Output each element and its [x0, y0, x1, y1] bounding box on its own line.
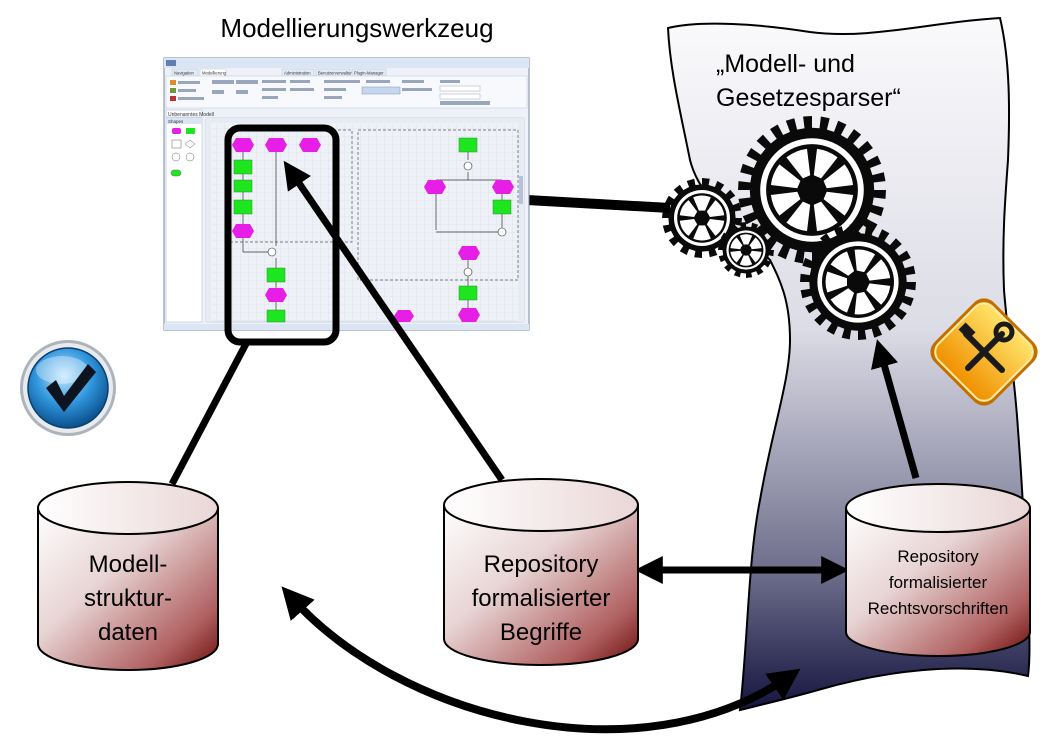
tool-tab-label: Administration: [284, 71, 311, 76]
gear-window: [830, 288, 855, 313]
gear-window: [739, 234, 753, 245]
checkmark-icon: [20, 340, 116, 436]
begriffe-to-tool-arrow: [283, 160, 505, 482]
gears-icon: [662, 116, 916, 340]
database-begriffe: Repository formalisierter Begriffe: [443, 478, 639, 666]
document-tab[interactable]: Unbenanntes Modell: [168, 112, 214, 118]
process-model: [227, 129, 519, 323]
gear-window: [749, 250, 762, 263]
gear-window: [825, 271, 847, 293]
database-label-line: Repository: [484, 551, 599, 578]
gear-window: [739, 255, 753, 266]
gear-window: [786, 201, 811, 232]
database-label-line: daten: [98, 619, 158, 646]
database-label-line: Modell-: [89, 551, 168, 578]
database-label-line: Begriffe: [500, 619, 582, 646]
gear-window: [854, 291, 876, 315]
modelling-tool-window: Navigation Modellierung Administration Benu…: [163, 57, 530, 331]
gear-window: [749, 237, 762, 250]
gear-window: [693, 225, 711, 241]
tool-tab-bar: Navigation Modellierung Administration Benu…: [171, 68, 387, 77]
database-label-line: Rechtsvorschriften: [868, 599, 1009, 618]
tool-to-parser-connector: [526, 195, 671, 213]
gear-window: [679, 219, 698, 236]
tool-tab-label: Navigation: [174, 71, 194, 76]
gear-window: [854, 249, 876, 273]
gear-hub: [800, 178, 824, 202]
gear-hub: [694, 210, 710, 226]
gear-window: [706, 219, 725, 236]
parser-label-line2: Gesetzesparser“: [716, 84, 901, 112]
gear-hub: [848, 272, 868, 292]
modell-to-cloud-curved-arrow: [281, 586, 801, 734]
gear-window: [770, 164, 801, 189]
database-modell: Modell- struktur- daten: [37, 481, 219, 671]
gear-window: [813, 201, 838, 232]
gear-window: [830, 251, 855, 276]
gear-window: [770, 191, 801, 216]
tool-tab-label: Plugin-Manager: [354, 71, 384, 76]
database-label-line: formalisierter: [472, 585, 611, 612]
database-label-line: struktur-: [84, 585, 172, 612]
gear-window: [679, 200, 698, 217]
gear-window: [866, 259, 891, 281]
gear-window: [786, 148, 811, 179]
shapes-palette: [170, 128, 196, 177]
parser-label-line1: „Modell- und: [716, 50, 855, 78]
gear-window: [823, 164, 854, 189]
gear-window: [730, 250, 743, 263]
database-label-line: formalisierter: [889, 573, 988, 592]
tool-tab-label: Benutzerverwaltung: [318, 71, 356, 76]
gear-window: [813, 148, 838, 179]
gear-window: [706, 200, 725, 217]
gear-window: [823, 191, 854, 216]
rechtsvorschriften-to-parser-arrow: [871, 339, 920, 479]
gear-window: [730, 237, 743, 250]
database-rechtsvorschriften: Repository formalisierter Rechtsvorschri…: [845, 483, 1031, 657]
gear-window: [693, 195, 711, 211]
shapes-panel-title: Shapes: [168, 119, 184, 124]
modell-db-connector: [168, 338, 252, 486]
tool-tab-label: Modellierung: [202, 71, 227, 76]
database-label-line: Repository: [897, 547, 979, 566]
ribbon-controls: [170, 80, 490, 105]
gear-hub: [740, 244, 752, 256]
tools-warning-icon: [930, 298, 1038, 406]
gear-window: [866, 283, 891, 305]
tool-title: Modellierungswerkzeug: [220, 13, 493, 43]
